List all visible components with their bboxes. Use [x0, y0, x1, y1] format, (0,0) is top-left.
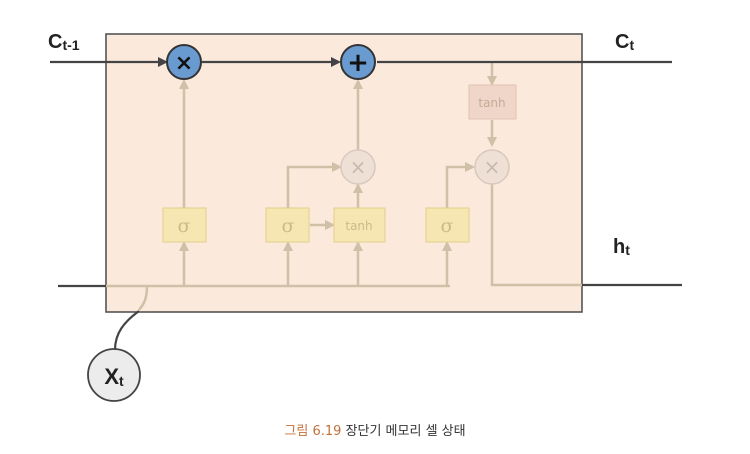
figure-number: 그림 6.19 [284, 424, 342, 439]
cell-add-op: + [340, 44, 376, 80]
candidate-tanh-label: tanh [345, 219, 372, 233]
input-multiply-symbol: × [350, 155, 367, 179]
figure-caption: 그림 6.19 장단기 메모리 셀 상태 [0, 420, 750, 439]
cell-state-tanh: tanh [468, 84, 517, 120]
forget-gate: σ [162, 207, 207, 243]
c-prev-label: Ct-1 [48, 31, 80, 53]
input-xt-node: Xt [87, 348, 141, 402]
output-multiply-symbol: × [484, 155, 501, 179]
forget-multiply-symbol: × [175, 51, 193, 76]
output-gate: σ [425, 207, 470, 243]
faded-flow-lines [106, 62, 582, 311]
cell-add-symbol: + [347, 48, 369, 78]
input-xt-label: Xt [104, 364, 124, 389]
input-gate: σ [265, 207, 310, 243]
active-flow-lines [50, 57, 682, 351]
output-gate-label: σ [441, 215, 454, 237]
forget-gate-label: σ [178, 215, 191, 237]
figure-caption-text: 장단기 메모리 셀 상태 [345, 424, 466, 439]
candidate-tanh-gate: tanh [333, 207, 386, 243]
input-gate-label: σ [282, 215, 295, 237]
cell-state-tanh-label: tanh [478, 96, 505, 110]
output-multiply-op: × [474, 149, 510, 185]
forget-multiply-op: × [166, 44, 202, 80]
h-t-label: ht [613, 236, 630, 258]
input-multiply-op: × [340, 149, 376, 185]
c-t-label: Ct [615, 31, 634, 53]
